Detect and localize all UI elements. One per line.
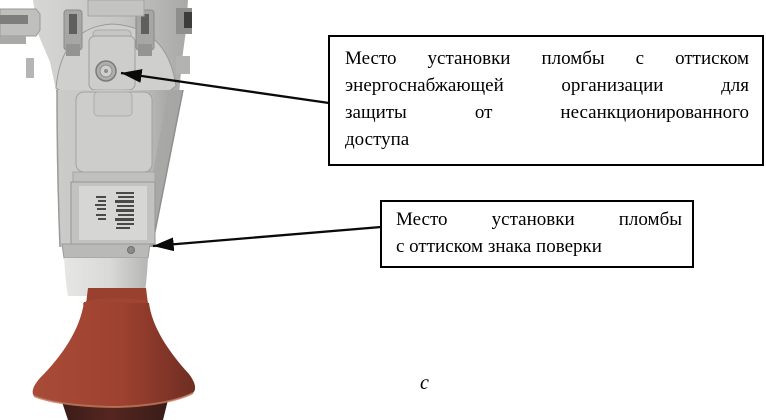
callout-text-line: защиты от несанкционированного <box>345 102 749 123</box>
bottom-flange <box>61 243 151 259</box>
callout-text-line: с оттиском знака поверки <box>396 236 602 257</box>
clip-right <box>135 9 155 56</box>
callout-text-line: доступа <box>345 129 410 150</box>
device-body <box>56 89 184 259</box>
figure-caption: c <box>420 372 429 394</box>
barcode-label <box>70 181 156 245</box>
callout-arrow-bottom <box>152 225 382 252</box>
bell-rim-highlight <box>33 392 194 409</box>
barcode-marks <box>95 192 134 229</box>
energy-seal-screw <box>95 60 117 82</box>
right-connector-block <box>176 8 192 74</box>
white-sleeve <box>64 258 148 296</box>
callout-arrow-top <box>120 69 330 105</box>
callout-box-energy-seal: Место установки пломбы с оттиском энерго… <box>328 35 764 166</box>
callout-text-line: энергоснабжающей организации для <box>345 75 749 96</box>
callout-text-line: Место установки пломбы с оттиском <box>345 48 749 69</box>
side-stub <box>0 8 41 78</box>
insulator-bell <box>32 288 196 420</box>
device-head <box>0 0 192 103</box>
clip-left <box>63 9 83 56</box>
callout-text-line: Место установки пломбы <box>396 209 682 230</box>
callout-box-verification-seal: Место установки пломбы с оттиском знака … <box>380 200 694 268</box>
verification-seal-screw <box>127 246 135 254</box>
